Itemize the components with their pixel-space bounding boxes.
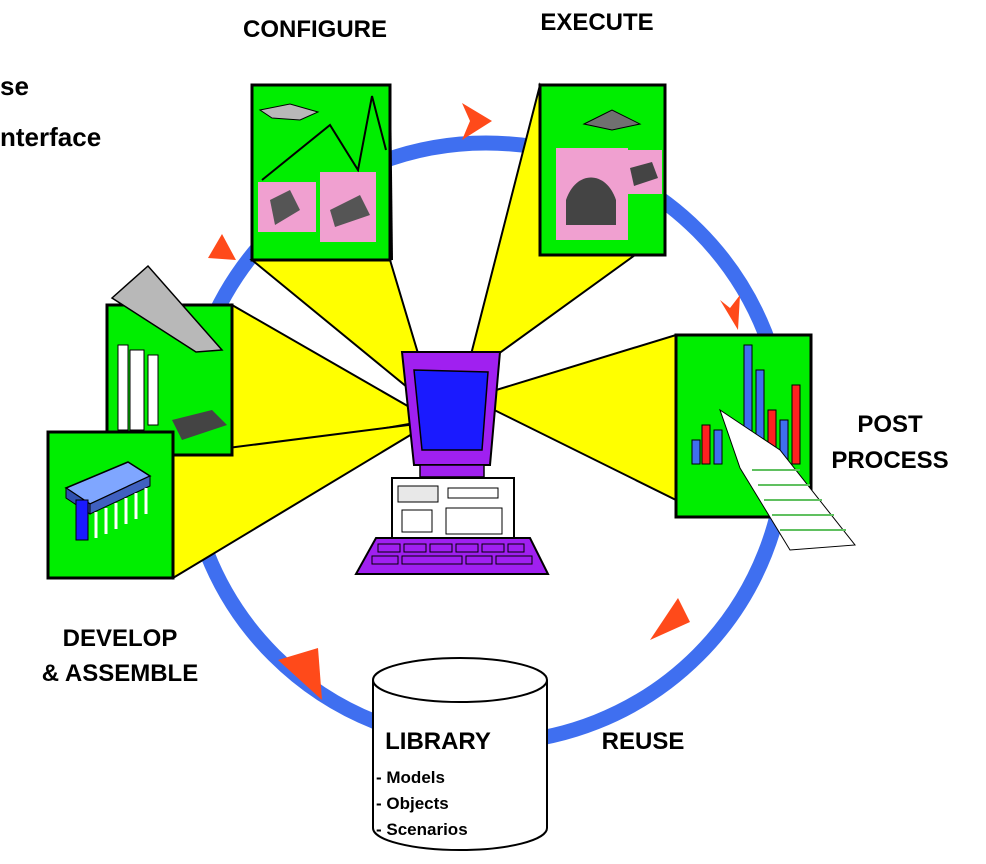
develop-lower-panel bbox=[46, 430, 175, 580]
label-post: POST bbox=[857, 411, 923, 438]
label-configure: CONFIGURE bbox=[243, 16, 387, 43]
library-item: - Objects bbox=[376, 794, 449, 813]
cycle-arrows bbox=[208, 103, 740, 700]
microchip-icon bbox=[64, 461, 152, 541]
arrow-left-upper bbox=[208, 234, 236, 260]
library-item: - Scenarios bbox=[376, 820, 468, 839]
title-line-2: nterface bbox=[0, 122, 101, 152]
computer-workstation-icon bbox=[354, 351, 550, 575]
arrow-top bbox=[462, 103, 492, 140]
label-process: PROCESS bbox=[831, 447, 948, 474]
arrow-right-upper bbox=[720, 295, 740, 330]
arrow-bottom-left bbox=[278, 648, 322, 700]
bar-chart-printout-icon bbox=[691, 344, 856, 551]
library-title: LIBRARY bbox=[385, 728, 491, 755]
configure-panel bbox=[250, 83, 393, 262]
label-reuse: REUSE bbox=[602, 728, 685, 755]
bomber-shuttle-tank-icon bbox=[110, 264, 227, 450]
beam-post bbox=[467, 333, 677, 502]
database-cylinder-icon bbox=[372, 657, 548, 851]
develop-upper-panel bbox=[105, 264, 234, 457]
arrow-right-lower bbox=[650, 598, 690, 640]
label-assemble: & ASSEMBLE bbox=[42, 660, 198, 687]
title-line-1: se bbox=[0, 71, 29, 101]
execute-panel bbox=[538, 83, 667, 257]
label-develop: DEVELOP bbox=[63, 625, 178, 652]
jet-and-ground-vehicles-icon bbox=[556, 109, 662, 240]
post-process-panel bbox=[674, 333, 856, 551]
fighter-jet-flight-path-icon bbox=[258, 95, 387, 242]
library-item: - Models bbox=[376, 768, 445, 787]
label-execute: EXECUTE bbox=[540, 9, 653, 36]
